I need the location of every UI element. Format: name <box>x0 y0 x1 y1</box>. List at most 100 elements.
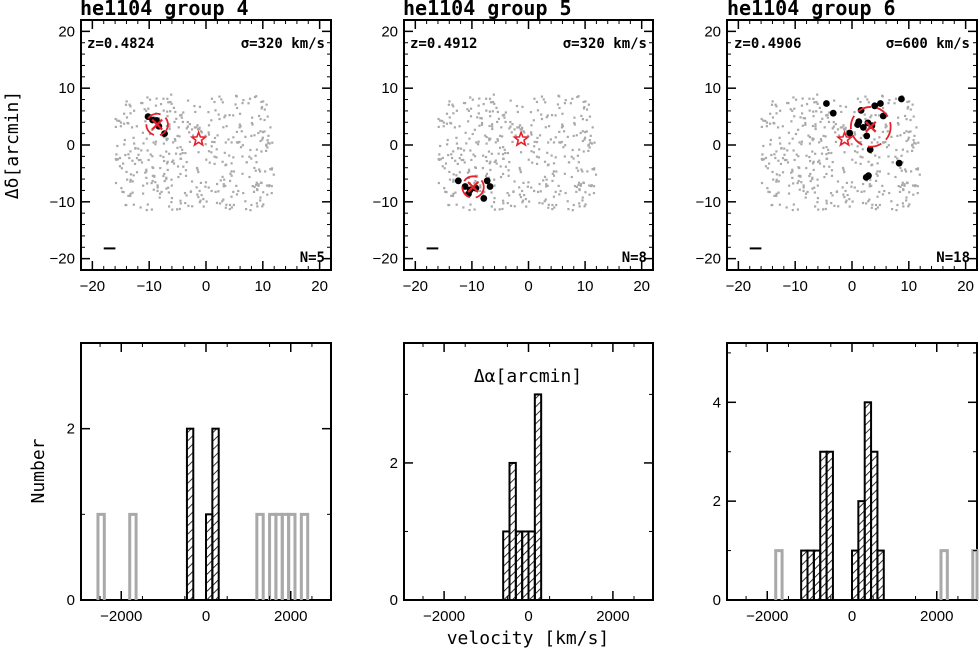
field-galaxy-dot <box>786 149 789 152</box>
field-galaxy-dot <box>583 205 586 208</box>
field-galaxy-dot <box>132 136 135 139</box>
field-galaxy-dot <box>861 156 864 159</box>
field-galaxy-dot <box>863 113 866 116</box>
field-galaxy-dot <box>579 131 582 135</box>
field-galaxy-dot <box>198 201 201 204</box>
field-galaxy-dot <box>234 103 237 106</box>
field-galaxy-dot <box>806 190 809 193</box>
field-galaxy-dot <box>221 160 224 163</box>
field-galaxy-dot <box>901 202 904 205</box>
group-center-cross <box>151 118 163 131</box>
field-galaxy-dot <box>818 141 821 144</box>
field-galaxy-dot <box>501 199 505 202</box>
field-galaxy-dot <box>891 207 894 211</box>
field-galaxy-dot <box>583 138 586 141</box>
member-velocity-bar <box>533 393 543 601</box>
field-galaxy-dot <box>133 162 137 166</box>
field-galaxy-dot <box>868 183 871 186</box>
field-galaxy-dot <box>479 186 482 189</box>
hist-y-axis-label: Number <box>28 438 49 503</box>
field-galaxy-dot <box>530 150 533 153</box>
field-galaxy-dot <box>162 174 165 178</box>
field-galaxy-dot <box>222 126 225 129</box>
field-galaxy-dot <box>172 159 175 162</box>
field-galaxy-dot <box>257 184 260 187</box>
field-galaxy-dot <box>839 126 842 129</box>
field-galaxy-dot <box>162 97 165 100</box>
field-galaxy-dot <box>769 138 772 142</box>
field-galaxy-dot <box>502 145 505 149</box>
field-galaxy-dot <box>579 183 582 186</box>
field-galaxy-dot <box>260 181 263 185</box>
field-galaxy-dot <box>186 125 189 128</box>
x-tick-label: −10 <box>459 278 484 295</box>
field-galaxy-dot <box>864 202 868 205</box>
field-galaxy-dot <box>563 102 566 105</box>
field-galaxy-dot <box>115 153 118 156</box>
sky-x-axis-label: Δα[arcmin] <box>474 366 582 387</box>
field-galaxy-dot <box>522 181 525 184</box>
field-galaxy-dot <box>519 151 523 154</box>
field-galaxy-dot <box>530 131 533 134</box>
field-galaxy-dot <box>826 113 829 116</box>
field-galaxy-dot <box>172 106 175 109</box>
field-galaxy-dot <box>762 119 765 122</box>
field-galaxy-dot <box>906 150 909 153</box>
field-galaxy-dot <box>210 151 213 154</box>
field-galaxy-dot <box>464 102 467 105</box>
field-galaxy-dot <box>184 169 188 172</box>
field-galaxy-dot <box>881 184 884 187</box>
field-galaxy-dot <box>809 172 812 175</box>
field-galaxy-dot <box>560 140 563 144</box>
field-galaxy-dot <box>176 165 180 168</box>
field-galaxy-dot <box>905 118 908 121</box>
field-galaxy-dot <box>447 203 451 207</box>
field-galaxy-dot <box>774 156 777 160</box>
field-galaxy-dot <box>437 117 440 121</box>
member-galaxy-point <box>879 112 887 120</box>
member-galaxy-point <box>823 100 830 107</box>
field-galaxy-dot <box>214 190 217 193</box>
field-galaxy-dot <box>229 172 232 175</box>
field-galaxy-dot <box>491 110 494 113</box>
field-galaxy-dot <box>802 189 805 193</box>
field-galaxy-dot <box>270 185 273 188</box>
field-galaxy-dot <box>538 182 541 186</box>
field-galaxy-dot <box>190 180 194 183</box>
field-galaxy-dot <box>874 114 877 117</box>
field-galaxy-dot <box>814 125 817 128</box>
field-galaxy-dot <box>181 120 185 124</box>
field-galaxy-dot <box>467 120 470 123</box>
field-galaxy-dot <box>825 114 828 117</box>
field-galaxy-dot <box>460 158 463 162</box>
field-galaxy-dot <box>491 125 494 128</box>
field-galaxy-dot <box>151 174 154 177</box>
field-galaxy-dot <box>442 125 445 128</box>
field-galaxy-dot <box>452 150 455 153</box>
field-galaxy-dot <box>812 110 815 113</box>
field-galaxy-dot <box>439 158 442 161</box>
field-galaxy-dot <box>570 175 573 179</box>
field-galaxy-dot <box>555 170 558 173</box>
field-galaxy-dot <box>131 191 134 194</box>
field-galaxy-dot <box>185 194 188 197</box>
field-galaxy-dot <box>519 195 523 199</box>
field-galaxy-dot <box>191 205 194 208</box>
field-galaxy-dot <box>551 203 554 207</box>
field-galaxy-dot <box>158 196 161 199</box>
field-galaxy-dot <box>129 180 132 183</box>
field-galaxy-dot <box>446 138 449 142</box>
field-galaxy-dot <box>775 180 778 183</box>
field-galaxy-dot <box>177 175 180 179</box>
field-galaxy-dot <box>878 114 881 117</box>
member-galaxy-point <box>871 102 879 110</box>
member-galaxy-point <box>454 177 462 185</box>
field-galaxy-dot <box>811 137 814 140</box>
field-galaxy-dot <box>554 136 557 139</box>
x-tick-label: 20 <box>633 278 650 295</box>
field-galaxy-dot <box>238 140 241 144</box>
field-galaxy-dot <box>805 102 809 106</box>
sky-title-1: he1104 group 4 <box>80 0 249 20</box>
field-galaxy-dot <box>496 139 500 142</box>
field-galaxy-dot <box>122 162 125 165</box>
